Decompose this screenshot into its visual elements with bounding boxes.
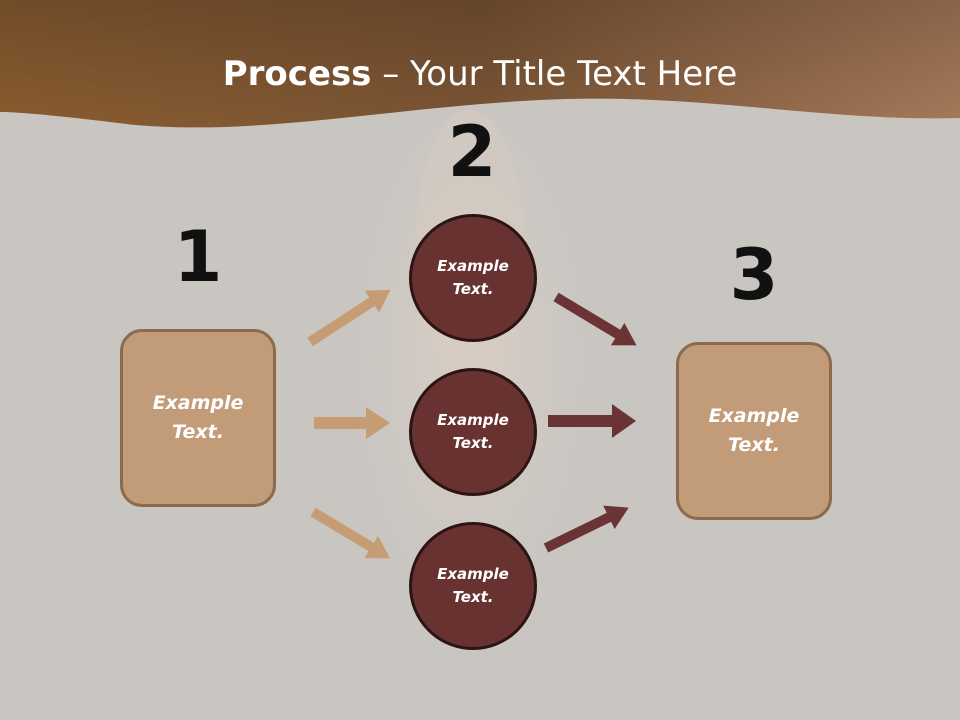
step-number-3: 3: [729, 234, 779, 316]
step-box-1: Example Text.: [120, 329, 276, 507]
circle-1-text: Example Text.: [437, 257, 509, 298]
step-box-3: Example Text.: [676, 342, 832, 520]
arrow-from-circle-2: [548, 404, 636, 438]
arrow-to-circle-3: [310, 507, 391, 559]
arrow-from-circle-1: [553, 292, 637, 346]
circle-3-text: Example Text.: [437, 565, 509, 606]
circle-3: Example Text.: [409, 522, 537, 650]
arrow-to-circle-1: [307, 289, 391, 347]
step-box-1-text: Example Text.: [152, 392, 244, 443]
title-rest: – Your Title Text Here: [371, 54, 738, 94]
slide-title: Process – Your Title Text Here: [0, 52, 960, 96]
step-number-2: 2: [447, 111, 497, 193]
step-number-1: 1: [173, 216, 223, 298]
arrow-from-circle-3: [543, 505, 629, 553]
circle-2-text: Example Text.: [437, 411, 509, 452]
step-box-3-text: Example Text.: [708, 405, 800, 456]
arrow-to-circle-2: [314, 407, 390, 439]
circle-1: Example Text.: [409, 214, 537, 342]
circle-2: Example Text.: [409, 368, 537, 496]
title-strong: Process: [222, 54, 372, 94]
